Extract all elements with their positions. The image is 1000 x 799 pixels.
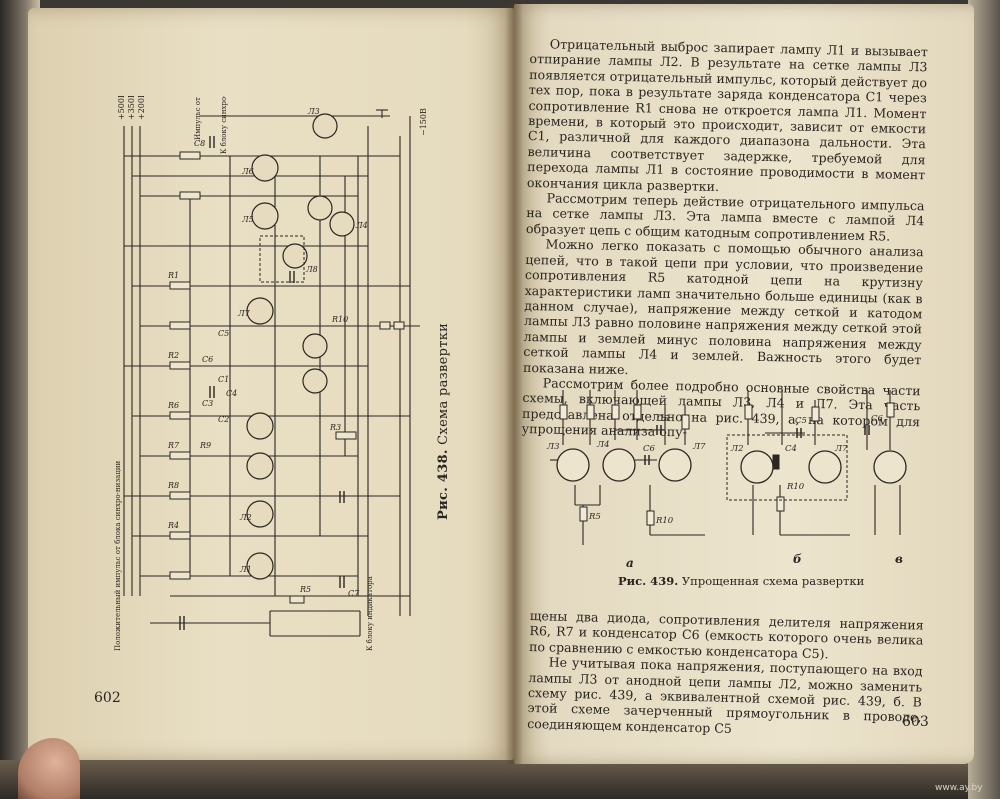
bottom-input-label: Положительный импульс от блока синхро-ни… (114, 461, 122, 651)
fig439b-label-l7: Л7 (834, 444, 848, 454)
right-page-text-bottom: щены два диода, сопротивления делителя н… (527, 608, 924, 741)
paragraph: Рассмотрим теперь действие отрицательног… (525, 190, 925, 244)
watermark: www.ay.by (935, 783, 983, 793)
fig439-sublabel-c: в (895, 552, 903, 566)
fig439c-label-c6: C6 (871, 414, 884, 424)
right-page-text-top: Отрицательный выброс запирает лампу Л1 и… (522, 36, 928, 445)
label-c2: C2 (218, 415, 229, 424)
schematic-figure-439: Л3 Л4 Л7 C5 C6 R5 R10 Л2 Л7 C5 C4 R10 C6 (546, 390, 907, 545)
supply-label-350: +350В (127, 96, 136, 120)
label-l7: Л7 (237, 309, 251, 318)
figure-438-caption: Рис. 438. Схема развертки (436, 300, 460, 520)
label-r8: R8 (167, 481, 179, 490)
right-page (514, 4, 974, 764)
figure-439-text: Упрощенная схема развертки (681, 574, 865, 588)
input-label-pi: Импульс от ПИ (194, 96, 202, 140)
label-r3: R3 (329, 423, 341, 432)
label-r10: R10 (331, 315, 348, 324)
thumb (18, 738, 80, 799)
left-page (28, 8, 514, 760)
label-r4: R4 (167, 521, 179, 530)
label-c6: C6 (202, 355, 213, 364)
paragraph: Не учитывая пока напряжения, поступающег… (526, 654, 923, 736)
fig439-label-c6: C6 (643, 444, 656, 454)
label-c4: C4 (226, 389, 237, 398)
label-c5: C5 (218, 329, 229, 338)
label-l2: Л2 (239, 513, 252, 522)
label-r1: R1 (167, 271, 179, 280)
paragraph: Отрицательный выброс запирает лампу Л1 и… (526, 36, 928, 194)
fig439b-label-c5: C5 (795, 416, 807, 426)
fig439-label-l4: Л4 (596, 440, 610, 450)
label-l4: Л4 (355, 221, 368, 230)
fig439b-label-r10: R10 (786, 482, 805, 492)
label-l3: Л3 (307, 107, 320, 116)
fig439-label-r10: R10 (655, 516, 674, 526)
label-r7: R7 (167, 441, 180, 450)
fig439-label-c5: C5 (657, 414, 669, 424)
figure-439-number: Рис. 439. (618, 574, 679, 588)
label-r2: R2 (167, 351, 179, 360)
fig439-sublabel-b: б (793, 552, 802, 566)
label-r6: R6 (167, 401, 179, 410)
fig439b-label-c4: C4 (785, 444, 797, 454)
input-label-sync: К блоку синхро-низации (220, 96, 228, 154)
fig439b-label-l2: Л2 (730, 444, 744, 454)
fig439-label-l7: Л7 (692, 442, 706, 452)
paragraph: Можно легко показать с помощью обычного … (522, 236, 924, 377)
label-c3: C3 (202, 399, 213, 408)
supply-label-200: +200В (137, 96, 146, 120)
page-number-right: 603 (902, 714, 929, 730)
figure-438-number: Рис. 438. (436, 449, 451, 520)
fig439-sublabel-a: а (626, 556, 634, 570)
label-r9: R9 (199, 441, 211, 450)
page-number-left: 602 (94, 690, 121, 706)
fig439-label-l3: Л3 (546, 442, 560, 452)
book-gutter (505, 4, 523, 764)
schematic-figure-438: +500В +350В +200В −150В Импульс от ПИ К … (114, 96, 428, 651)
label-l5: Л5 (241, 215, 254, 224)
label-c7: C7 (348, 589, 360, 598)
bottom-right-label: К блоку индикатора (366, 576, 374, 651)
supply-label-minus150: −150В (419, 108, 428, 136)
label-c8: C8 (194, 139, 205, 148)
table-surface (0, 760, 1000, 799)
label-l1: Л1 (239, 565, 252, 574)
label-r5: R5 (299, 585, 311, 594)
label-c1: C1 (218, 375, 229, 384)
figure-439-caption: Рис. 439. Упрощенная схема развертки (618, 574, 864, 588)
fig439-label-r5: R5 (588, 512, 601, 522)
figure-438-text: Схема развертки (436, 322, 451, 445)
supply-label-500: +500В (117, 96, 126, 120)
label-l8: Л8 (305, 265, 318, 274)
label-l6: Л6 (241, 167, 254, 176)
